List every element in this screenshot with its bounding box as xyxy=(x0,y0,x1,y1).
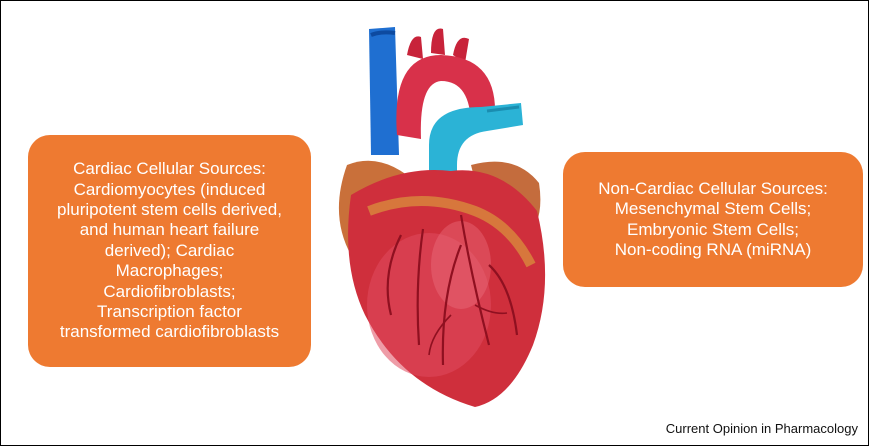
non-cardiac-sources-box: Non-Cardiac Cellular Sources: Mesenchyma… xyxy=(563,152,863,287)
heart-illustration xyxy=(311,15,559,413)
superior-vena-cava xyxy=(369,27,399,155)
journal-credit: Current Opinion in Pharmacology xyxy=(666,421,858,436)
non-cardiac-sources-text: Non-Cardiac Cellular Sources: Mesenchyma… xyxy=(598,179,828,261)
cardiac-sources-text: Cardiac Cellular Sources: Cardiomyocytes… xyxy=(57,159,282,343)
cardiac-sources-box: Cardiac Cellular Sources: Cardiomyocytes… xyxy=(28,135,311,367)
